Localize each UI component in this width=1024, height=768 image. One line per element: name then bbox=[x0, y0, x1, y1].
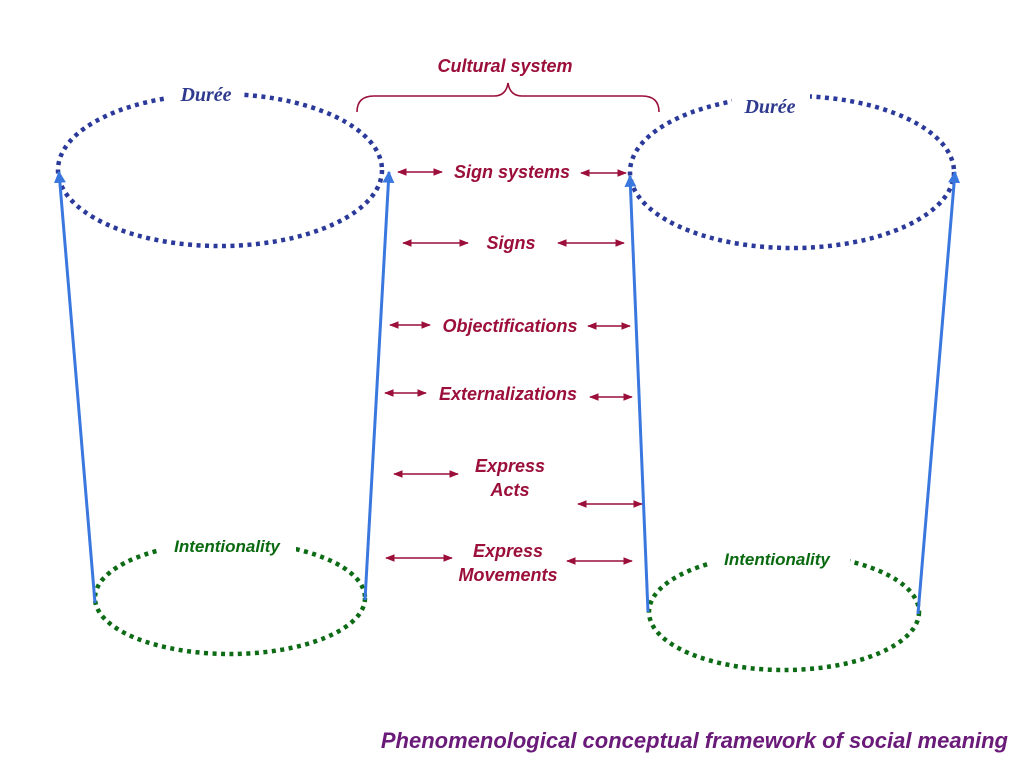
sign-systems-label: Sign systems bbox=[454, 162, 570, 182]
cultural-system-brace bbox=[356, 82, 660, 113]
right-duree-label: Durée bbox=[743, 96, 795, 118]
left-inner-pole bbox=[363, 170, 395, 601]
left-intentionality-label: Intentionality bbox=[174, 537, 281, 556]
cultural-system-label: Cultural system bbox=[437, 56, 572, 76]
left-duree-label: Durée bbox=[179, 84, 231, 106]
left-outer-pole bbox=[53, 170, 97, 604]
right-cylinder: Durée Intentionality bbox=[624, 92, 961, 673]
diagram-caption: Phenomenological conceptual framework of… bbox=[381, 728, 1009, 753]
right-inner-pole bbox=[624, 174, 650, 613]
right-intentionality-label: Intentionality bbox=[724, 550, 831, 569]
objectifications-label: Objectifications bbox=[442, 316, 577, 336]
layer-arrows bbox=[384, 168, 643, 565]
left-duree-ellipse bbox=[55, 91, 385, 249]
right-outer-pole bbox=[916, 170, 961, 615]
left-cylinder: Durée Intentionality bbox=[53, 82, 395, 657]
express-acts-label-line1: Express bbox=[475, 456, 545, 476]
cultural-system: Cultural system bbox=[356, 56, 660, 113]
left-intentionality-ellipse bbox=[92, 539, 368, 657]
express-movements-label-line2: Movements bbox=[458, 565, 557, 585]
right-intentionality-ellipse bbox=[646, 551, 922, 673]
express-movements-label-line1: Express bbox=[473, 541, 543, 561]
express-acts-label-line2: Acts bbox=[489, 480, 529, 500]
signs-label: Signs bbox=[486, 233, 535, 253]
layer-labels: Sign systems Signs Objectifications Exte… bbox=[439, 162, 578, 585]
externalizations-label: Externalizations bbox=[439, 384, 577, 404]
